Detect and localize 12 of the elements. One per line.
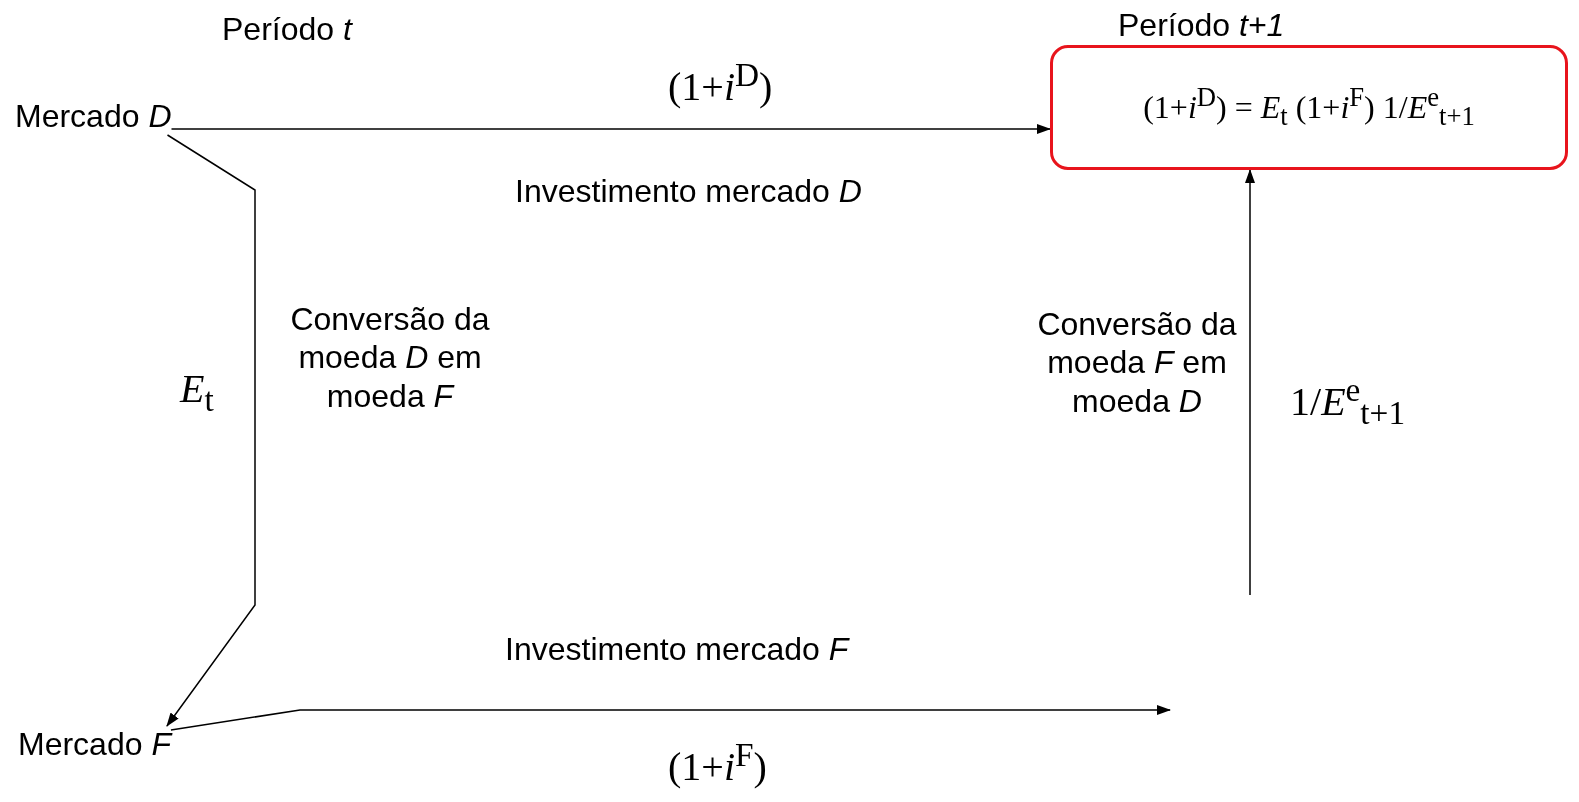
formula: (1+i$^{D}$) [668, 55, 773, 112]
arrow [170, 124, 1051, 134]
arrow [1245, 169, 1255, 596]
period-heading: Período t [222, 10, 352, 49]
period-heading: Período t+1 [1118, 6, 1285, 45]
arrow [166, 134, 256, 727]
formula: (1+i$^{F}$) [668, 735, 767, 792]
formula: E$_{t}$ [180, 365, 214, 420]
arrow [170, 705, 1171, 731]
formula-box [1050, 45, 1568, 170]
market-name: Mercado F [18, 726, 171, 763]
market-name: Mercado D [15, 98, 172, 135]
